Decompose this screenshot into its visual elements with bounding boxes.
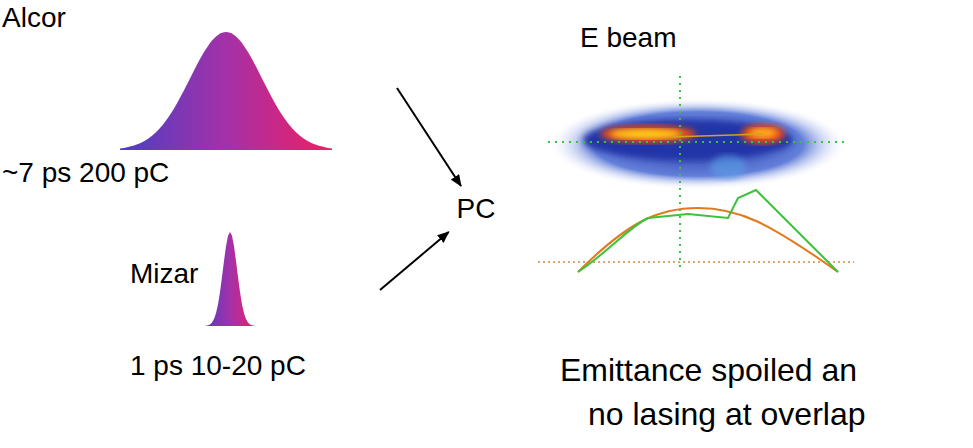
merge-point: PC (434, 186, 518, 232)
image-node: E beam (538, 22, 854, 274)
node-note: ~7 ps 200 pC (2, 157, 169, 189)
node-title: Mizar (130, 258, 198, 290)
pulse-node: Mizar 1 ps 10-20 pC (122, 228, 380, 396)
pulse-node: Alcor ~7 ps 200 pC (2, 2, 397, 202)
node-title: PC (457, 193, 496, 225)
node-title: E beam (580, 22, 677, 54)
caption-note: Emittance spoiled an (560, 352, 857, 389)
caption-note: no lasing at overlap (588, 396, 866, 433)
node-note: 1 ps 10-20 pC (130, 350, 306, 382)
arrow-connector (380, 232, 449, 290)
node-title: Alcor (2, 2, 66, 34)
arrow-connector (397, 88, 461, 186)
beam-image (538, 22, 854, 274)
